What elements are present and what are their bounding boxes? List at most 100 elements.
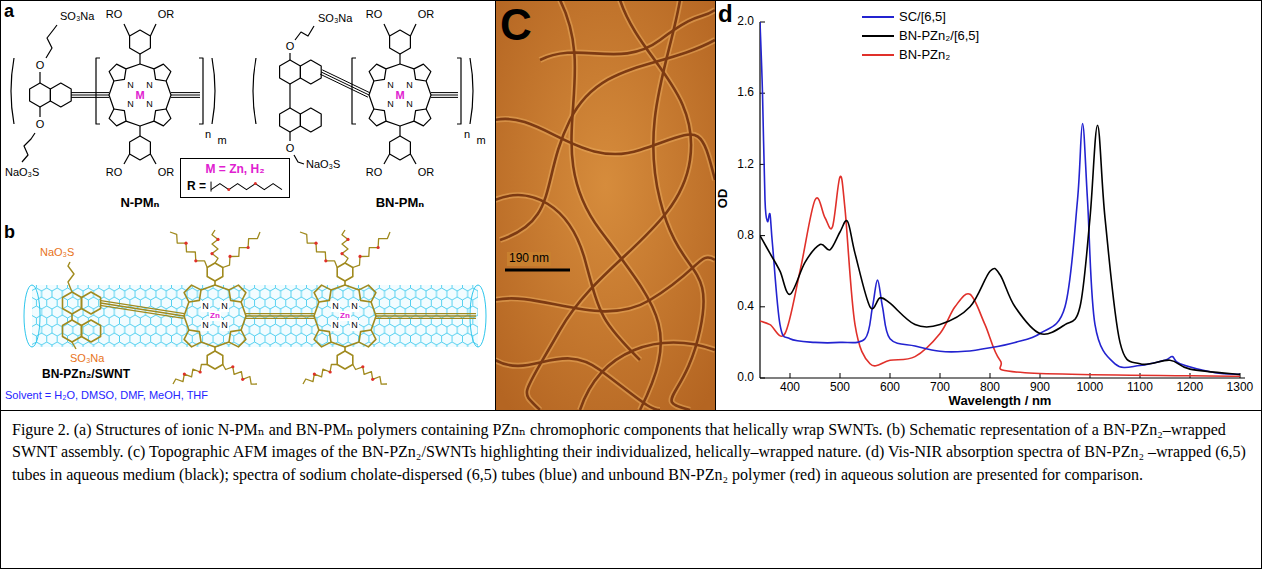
triple-bond — [246, 315, 314, 316]
bond-line — [71, 314, 73, 320]
bond-line — [150, 24, 156, 36]
oxygen-dot — [377, 246, 380, 249]
repeat-bracket — [457, 58, 461, 124]
definition-box: M = Zn, H₂R = — [180, 158, 290, 198]
peg-chain — [223, 232, 260, 268]
aromatic-ring — [207, 263, 223, 281]
tick-mark — [790, 373, 791, 378]
meso-bridge — [386, 64, 414, 69]
oxygen-dot — [314, 242, 317, 245]
aromatic-ring — [207, 351, 223, 369]
oxygen-dot — [324, 259, 327, 262]
triple-bond — [376, 313, 476, 314]
solvent-note: Solvent = H₂O, DMSO, DMF, MeOH, THF — [5, 389, 208, 402]
wavy-bond — [211, 182, 212, 192]
oxygen-dot — [194, 259, 197, 262]
figure-caption: Figure 2. (a) Structures of ionic N-PMₙ … — [0, 411, 1262, 494]
meso-bridge — [371, 302, 376, 330]
caption-divider — [0, 410, 1262, 411]
peg-chain — [170, 232, 207, 268]
nanotube-body — [32, 285, 478, 347]
y-axis — [759, 22, 760, 378]
oxygen-dot — [228, 255, 231, 258]
bond-line — [384, 24, 390, 36]
meso-bridge — [109, 81, 114, 109]
triple-bond — [376, 315, 476, 316]
atom-label: N — [387, 80, 394, 90]
panel-letter: b — [4, 222, 15, 243]
atom-label: N — [127, 80, 134, 90]
chem-label: n — [205, 128, 211, 141]
nanotube-end — [24, 285, 40, 347]
chem-label: NaO₃S — [306, 158, 340, 171]
aromatic-ring — [390, 30, 411, 54]
meso-bridge — [386, 121, 414, 126]
aromatic-ring — [82, 292, 101, 314]
panel-letter: a — [4, 1, 14, 22]
pyrrole-ring — [154, 109, 171, 126]
aromatic-ring — [130, 30, 151, 54]
aromatic-ring — [300, 108, 321, 132]
polymer-name: N-PMₙ — [120, 196, 159, 211]
oxygen-dot — [231, 365, 234, 368]
chem-label: OR — [158, 8, 175, 21]
tick-label: 0.4 — [737, 300, 754, 314]
aromatic-ring — [280, 60, 301, 84]
axis-title: OD — [717, 188, 732, 208]
pyrrole-ring — [314, 285, 331, 302]
aromatic-ring — [337, 351, 353, 369]
legend-swatch — [862, 54, 894, 56]
tick-label: 2.0 — [737, 15, 754, 29]
bond-line — [384, 154, 390, 164]
peg-chain — [211, 184, 282, 190]
spectra-group — [760, 22, 1240, 376]
panel-letter: C — [500, 0, 532, 51]
triple-bond — [376, 318, 476, 319]
oxygen-dot — [340, 252, 343, 255]
meso-bridge — [201, 285, 229, 290]
alkyl-chain — [68, 262, 74, 292]
axis-title: Wavelength / nm — [949, 394, 1052, 409]
panel-divider — [495, 0, 496, 410]
atom-label: N — [406, 80, 413, 90]
bond-line — [289, 53, 290, 60]
oxygen-dot — [361, 365, 364, 368]
triple-bond — [246, 318, 314, 319]
aromatic-ring — [130, 136, 151, 160]
triple-bond — [321, 72, 369, 95]
atom-label: N — [331, 301, 340, 311]
nanotube-lattice — [32, 285, 478, 347]
oxygen-dot — [313, 372, 316, 375]
afm-image — [496, 1, 715, 410]
triple-bond — [100, 305, 184, 318]
polymer-name: BN-PMₙ — [376, 196, 425, 211]
chem-label: RO — [106, 166, 123, 179]
peg-chain — [300, 232, 337, 268]
bond-line — [124, 24, 130, 36]
bond-line — [39, 72, 40, 83]
aromatic-ring — [300, 60, 321, 84]
peg-chain — [223, 365, 257, 385]
bond-line — [399, 54, 400, 64]
peg-chain — [353, 365, 387, 385]
tick-label: 0.8 — [737, 229, 754, 243]
pyrrole-ring — [184, 330, 201, 347]
chem-label: OR — [418, 166, 435, 179]
meso-bridge — [241, 302, 246, 330]
tick-label: 1300 — [1227, 381, 1254, 395]
tick-mark — [840, 373, 841, 378]
aromatic-ring — [390, 136, 411, 160]
tick-label: 500 — [830, 381, 850, 395]
aromatic-ring — [63, 320, 82, 342]
chem-label: SO₃Na — [70, 352, 104, 365]
pyrrole-ring — [314, 330, 331, 347]
pyrrole-ring — [414, 64, 431, 81]
triple-bond — [101, 303, 185, 316]
chem-label: O — [286, 40, 295, 53]
oxygen-dot — [247, 246, 250, 249]
triple-bond — [431, 92, 458, 93]
tick-label: 0.0 — [737, 371, 754, 385]
repeat-bracket — [199, 58, 203, 124]
chem-label: NaO₃S — [5, 166, 39, 179]
metal-label: M — [395, 89, 404, 102]
